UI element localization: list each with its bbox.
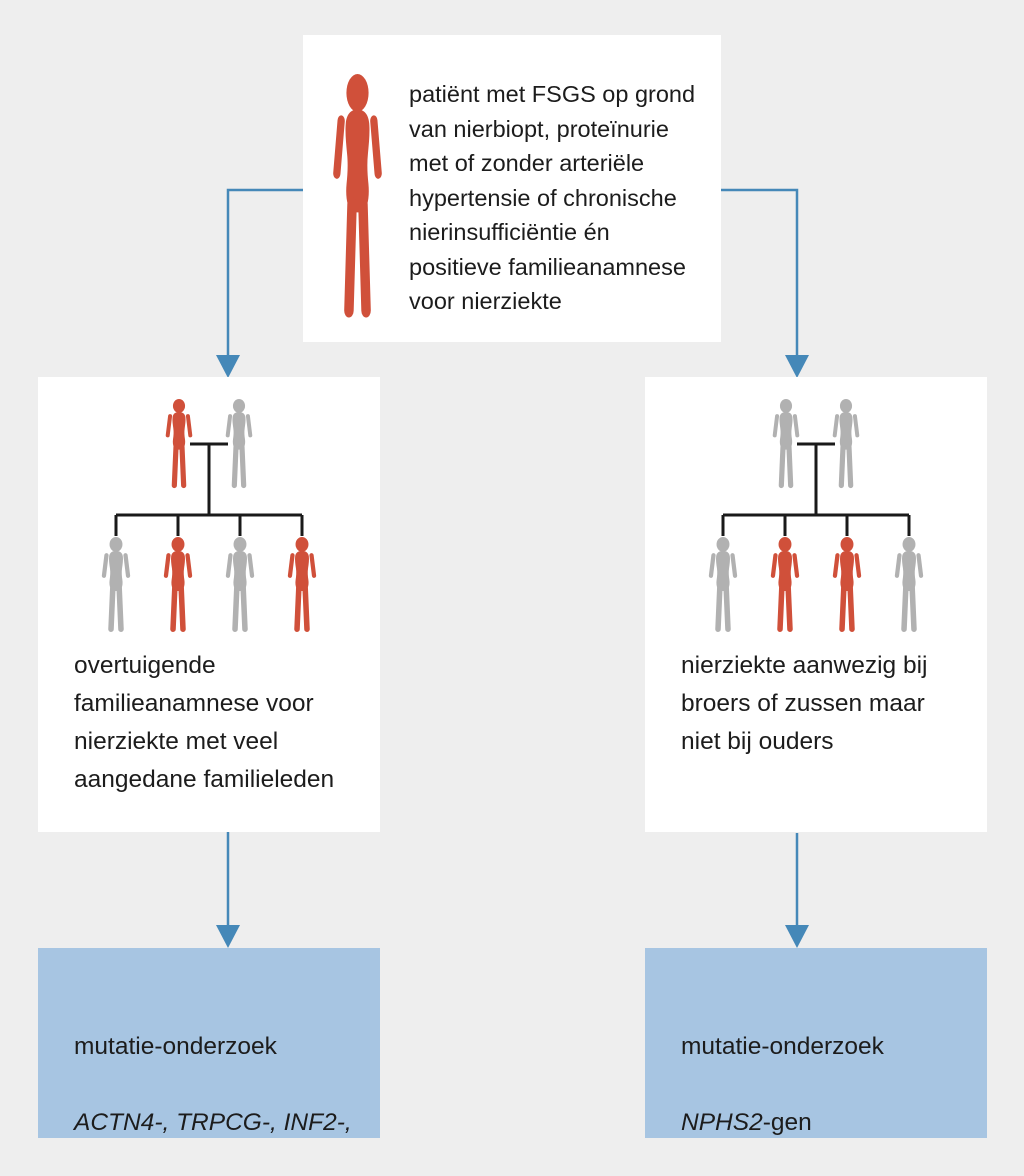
pedigree-right-icon xyxy=(708,399,924,633)
left-result-line2: ACTN4-, TRPCG-, INF2-, xyxy=(74,1109,352,1136)
right-criteria-box: nierziekte aanwezig bij broers of zussen… xyxy=(645,377,987,832)
arrow-left-to-result-icon xyxy=(216,831,240,948)
pedigree-left-icon xyxy=(101,399,317,633)
arrow-top-to-left-icon xyxy=(216,188,303,378)
patient-description: patiënt met FSGS op grond van nierbiopt,… xyxy=(409,81,696,314)
patient-box: patiënt met FSGS op grond van nierbiopt,… xyxy=(303,35,721,342)
patient-icon xyxy=(329,74,386,320)
right-result-line2: NPHS2-gen xyxy=(681,1109,812,1136)
left-criteria-box: overtuigende familieanamnese voor nierzi… xyxy=(38,377,380,832)
right-result-line1: mutatie-onderzoek xyxy=(681,1033,884,1060)
right-result-text: mutatie-onderzoek NPHS2-gen xyxy=(681,990,884,1176)
left-result-text: mutatie-onderzoek ACTN4-, TRPCG-, INF2-,… xyxy=(74,990,352,1176)
left-result-line1: mutatie-onderzoek xyxy=(74,1033,277,1060)
right-criteria-text: nierziekte aanwezig bij broers of zussen… xyxy=(681,652,928,755)
arrow-right-to-result-icon xyxy=(785,833,809,948)
right-result-box: mutatie-onderzoek NPHS2-gen xyxy=(645,948,987,1138)
left-criteria-text: overtuigende familieanamnese voor nierzi… xyxy=(74,652,335,793)
left-result-box: mutatie-onderzoek ACTN4-, TRPCG-, INF2-,… xyxy=(38,948,380,1138)
arrow-top-to-right-icon xyxy=(721,188,809,378)
